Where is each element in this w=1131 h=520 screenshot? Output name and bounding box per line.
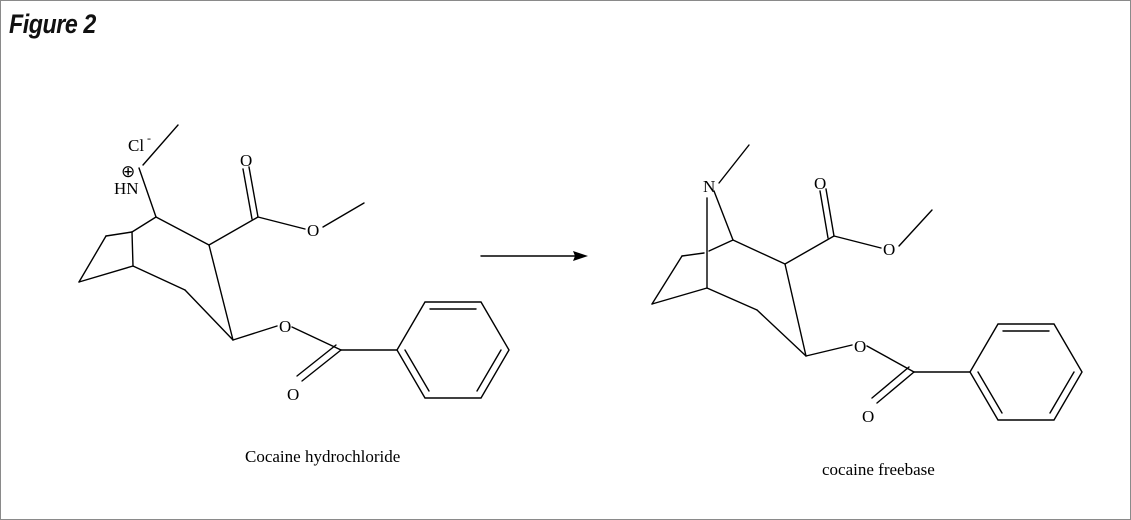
left-bonds <box>78 124 510 399</box>
right-carbonyl-oxygen: O <box>814 174 826 193</box>
left-benzoyl-carbonyl-oxygen: O <box>287 385 299 404</box>
right-benzoate-oxygen: O <box>854 337 866 356</box>
left-charge-symbol: ⊕ <box>121 162 135 181</box>
reaction-arrow <box>480 251 588 261</box>
right-bonds <box>651 144 1083 421</box>
left-amine-label: HN <box>114 179 139 198</box>
molecule-cocaine-freebase: N O O O O cocaine freebase <box>651 144 1083 479</box>
right-ester-oxygen: O <box>883 240 895 259</box>
figure-title: Figure 2 <box>9 9 96 39</box>
left-ester-oxygen: O <box>307 221 319 240</box>
left-benzoate-oxygen: O <box>279 317 291 336</box>
left-molecule-caption: Cocaine hydrochloride <box>245 447 400 466</box>
right-amine-label: N <box>703 177 715 196</box>
left-carbonyl-oxygen: O <box>240 151 252 170</box>
left-counterion-charge: - <box>147 131 151 145</box>
molecule-cocaine-hydrochloride: Cl - ⊕ HN O O O O Cocaine hydrochloride <box>78 124 510 466</box>
right-molecule-caption: cocaine freebase <box>822 460 935 479</box>
right-benzoyl-carbonyl-oxygen: O <box>862 407 874 426</box>
left-counterion-label: Cl <box>128 136 144 155</box>
